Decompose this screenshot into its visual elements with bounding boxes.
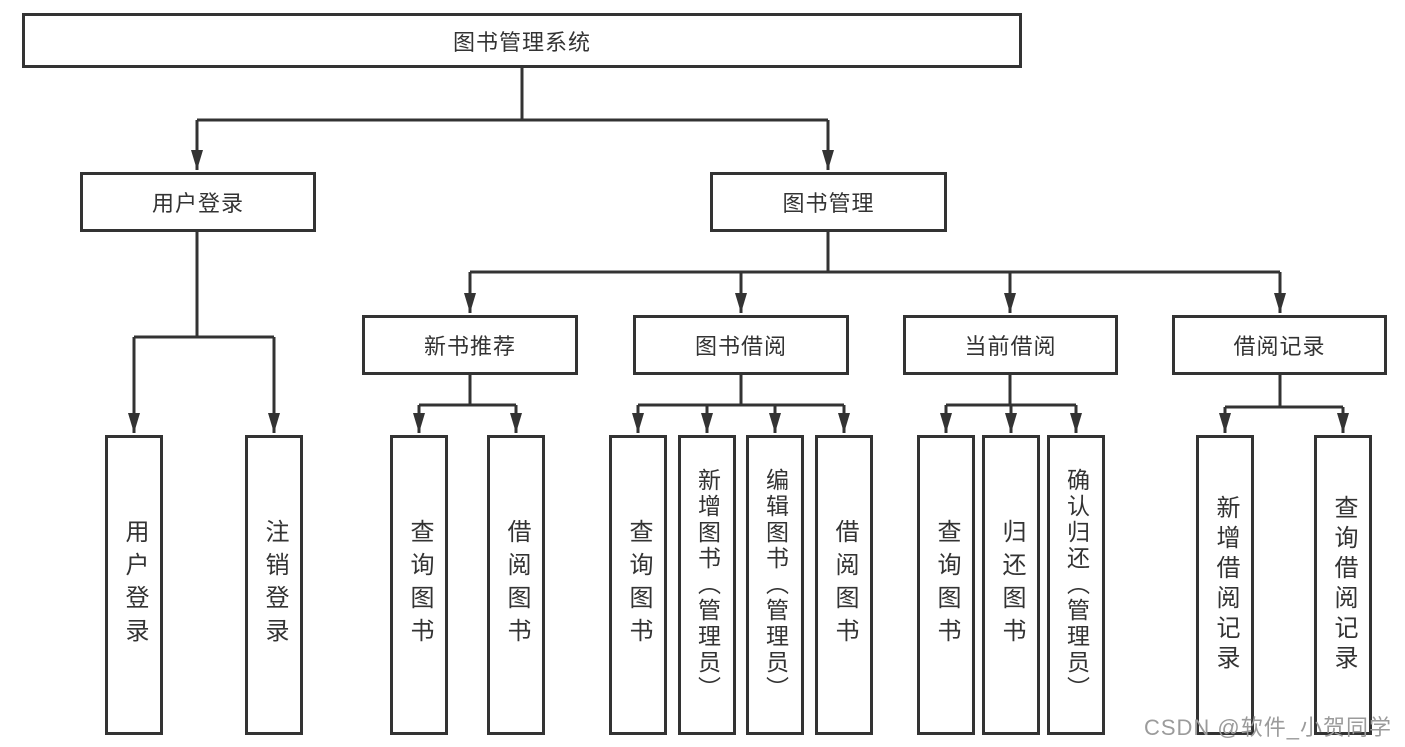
node-borrowing-records: 借阅记录 <box>1172 315 1387 375</box>
node-user-login-leaf: 用户登录 <box>105 435 163 735</box>
node-root: 图书管理系统 <box>22 13 1022 68</box>
node-cb-query-books: 查询图书 <box>917 435 975 735</box>
node-label: 用户登录 <box>121 519 148 651</box>
node-root-label: 图书管理系统 <box>452 29 591 55</box>
node-label: 当前借阅 <box>964 334 1057 359</box>
node-nb-borrow-books: 借阅图书 <box>487 435 545 735</box>
node-label: 借阅记录 <box>1233 334 1326 359</box>
node-label: 查询图书 <box>625 519 652 651</box>
node-label: 借阅图书 <box>503 519 530 651</box>
node-new-book-recommend: 新书推荐 <box>362 315 578 375</box>
node-label: 归还图书 <box>998 519 1025 651</box>
node-bb-query-books: 查询图书 <box>609 435 667 735</box>
node-logout: 注销登录 <box>245 435 303 735</box>
node-cb-return-books: 归还图书 <box>982 435 1040 735</box>
node-book-management: 图书管理 <box>710 172 947 232</box>
node-bb-add-books-admin: 新增图书（管理员） <box>678 435 736 735</box>
node-label: 编辑图书（管理员） <box>762 468 789 702</box>
node-label: 图书借阅 <box>694 334 787 359</box>
node-current-borrowing: 当前借阅 <box>903 315 1118 375</box>
node-label: 新书推荐 <box>423 334 516 359</box>
node-book-borrowing: 图书借阅 <box>633 315 849 375</box>
node-label: 图书管理 <box>782 191 875 216</box>
node-label: 确认归还（管理员） <box>1063 468 1090 702</box>
csdn-watermark: CSDN @软件_小贺同学 <box>1143 715 1392 740</box>
node-label: 查询借阅记录 <box>1330 495 1357 675</box>
node-label: 借阅图书 <box>831 519 858 651</box>
node-label: 查询图书 <box>933 519 960 651</box>
node-label: 新增借阅记录 <box>1212 495 1239 675</box>
node-bb-edit-books-admin: 编辑图书（管理员） <box>746 435 804 735</box>
node-br-query-record: 查询借阅记录 <box>1314 435 1372 735</box>
node-label: 注销登录 <box>261 519 288 651</box>
node-label: 用户登录 <box>151 191 244 216</box>
node-user-login-branch: 用户登录 <box>80 172 316 232</box>
node-label: 查询图书 <box>406 519 433 651</box>
node-bb-borrow-books: 借阅图书 <box>815 435 873 735</box>
node-cb-confirm-return-admin: 确认归还（管理员） <box>1047 435 1105 735</box>
node-br-add-record: 新增借阅记录 <box>1196 435 1254 735</box>
node-nb-query-books: 查询图书 <box>390 435 448 735</box>
node-label: 新增图书（管理员） <box>694 468 721 702</box>
